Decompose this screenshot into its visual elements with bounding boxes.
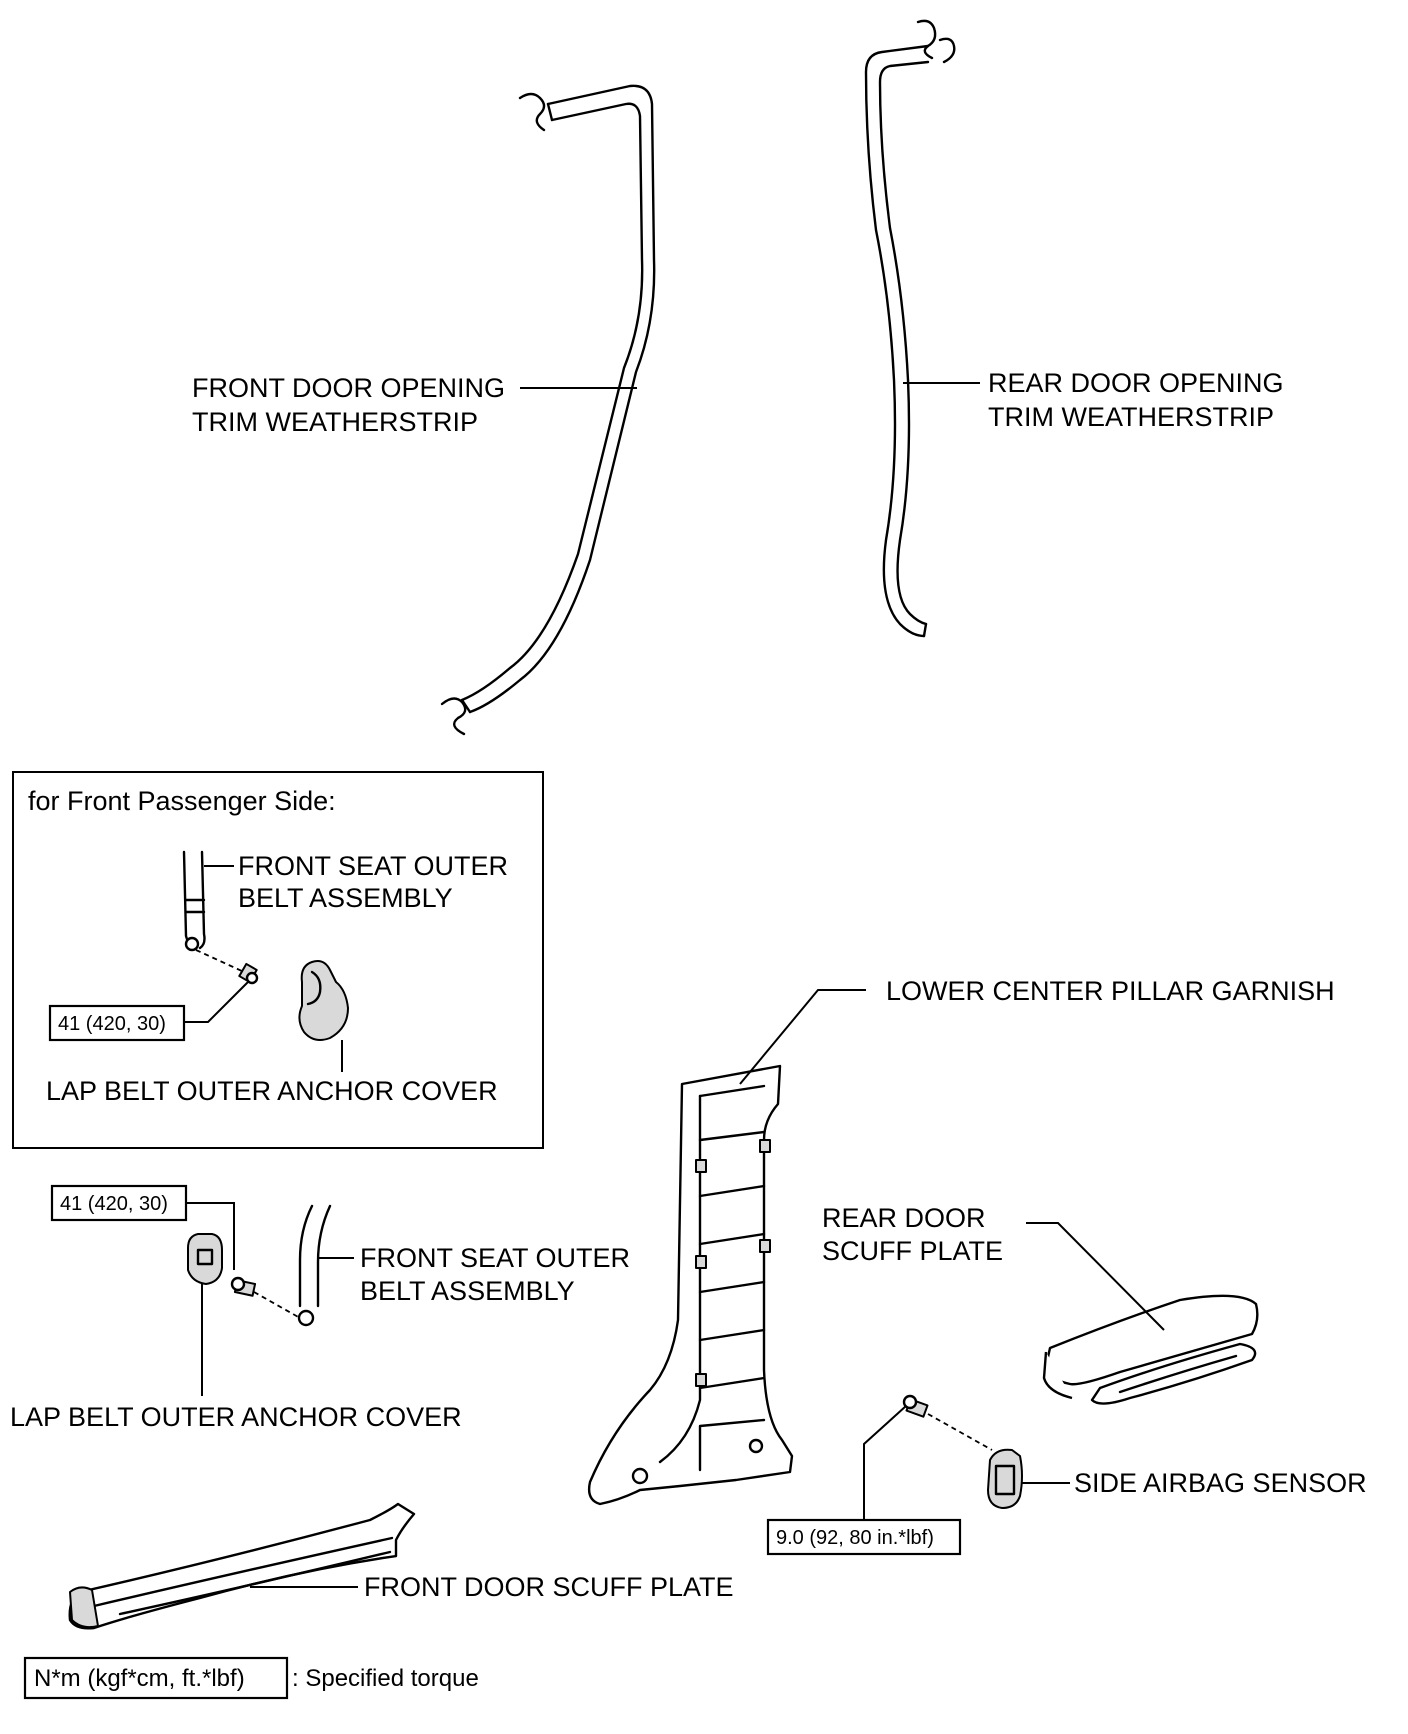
inset-title: for Front Passenger Side: xyxy=(28,786,336,816)
inset-belt-label-2: BELT ASSEMBLY xyxy=(238,883,453,913)
sensor-torque-value: 9.0 (92, 80 in.*lbf) xyxy=(776,1527,934,1549)
rear-door-scuff-plate-drawing xyxy=(1042,1294,1259,1405)
driver-belt-label-2: BELT ASSEMBLY xyxy=(360,1276,575,1306)
rear-weatherstrip-label-1: REAR DOOR OPENING xyxy=(988,368,1284,398)
sensor-label: SIDE AIRBAG SENSOR xyxy=(1074,1468,1367,1498)
front-door-scuff-plate-drawing xyxy=(68,1502,416,1630)
inset-anchor-cover-drawing xyxy=(298,960,349,1041)
inset-torque-box xyxy=(48,1004,186,1042)
inset-torque-value: 41 (420, 30) xyxy=(58,1013,166,1035)
driver-bolt-icon xyxy=(230,1276,257,1297)
driver-cover-label: LAP BELT OUTER ANCHOR COVER xyxy=(10,1402,462,1432)
passenger-side-inset-frame xyxy=(12,771,544,1149)
pillar-garnish-leader xyxy=(739,989,866,1085)
inset-belt-label-1: FRONT SEAT OUTER xyxy=(238,851,508,881)
legend-text: : Specified torque xyxy=(292,1665,479,1692)
sensor-torque-leader xyxy=(863,1405,907,1520)
driver-anchor-cover-drawing xyxy=(187,1233,223,1285)
sensor-bolt-icon xyxy=(902,1394,929,1418)
inset-bolt-icon xyxy=(238,962,259,985)
driver-bolt-dash xyxy=(253,1291,301,1319)
rear-weatherstrip-label-2: TRIM WEATHERSTRIP xyxy=(988,402,1274,432)
sensor-torque-box xyxy=(766,1518,962,1556)
side-airbag-sensor-drawing xyxy=(987,1448,1023,1509)
lower-center-pillar-garnish-drawing xyxy=(587,1064,794,1506)
driver-belt-assembly-drawing xyxy=(297,1204,332,1327)
front-weatherstrip-label-2: TRIM WEATHERSTRIP xyxy=(192,407,478,437)
rear-scuff-label-2: SCUFF PLATE xyxy=(822,1236,1003,1266)
rear-door-opening-weatherstrip xyxy=(864,19,956,638)
pillar-garnish-label: LOWER CENTER PILLAR GARNISH xyxy=(886,976,1335,1006)
legend-unit-box xyxy=(23,1656,289,1700)
inset-bolt-dash xyxy=(195,949,245,973)
front-scuff-label: FRONT DOOR SCUFF PLATE xyxy=(364,1572,734,1602)
inset-torque-leader xyxy=(184,981,249,1023)
legend-unit: N*m (kgf*cm, ft.*lbf) xyxy=(34,1665,245,1692)
inset-belt-assembly-drawing xyxy=(182,850,206,952)
front-weatherstrip-label-1: FRONT DOOR OPENING xyxy=(192,373,505,403)
driver-belt-label-1: FRONT SEAT OUTER xyxy=(360,1243,630,1273)
rear-scuff-label-1: REAR DOOR xyxy=(822,1203,986,1233)
belt-torque-value: 41 (420, 30) xyxy=(60,1193,168,1215)
front-door-opening-weatherstrip xyxy=(440,84,656,736)
inset-cover-label: LAP BELT OUTER ANCHOR COVER xyxy=(46,1076,498,1106)
belt-torque-leader xyxy=(186,1202,235,1270)
rear-scuff-leader xyxy=(1026,1222,1165,1331)
sensor-bolt-dash xyxy=(927,1413,993,1451)
